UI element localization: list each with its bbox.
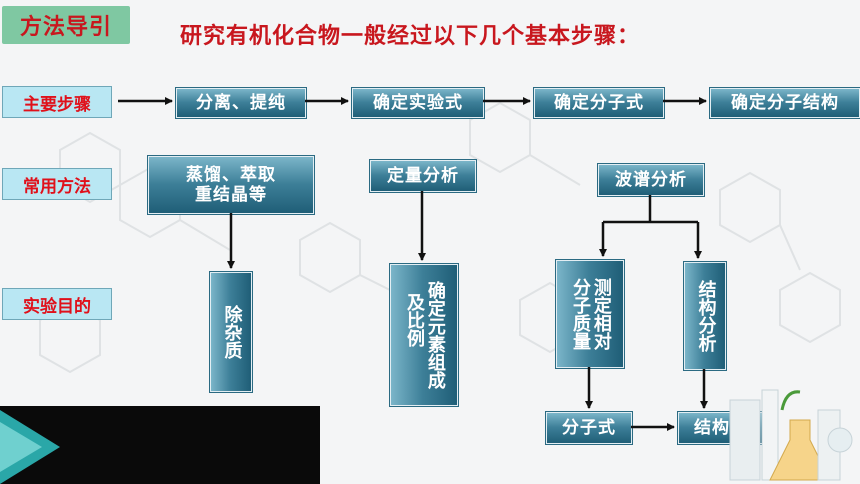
step-molecular-formula: 确定分子式 bbox=[534, 88, 664, 118]
purpose-relative-mass: 测定相对 分子质量 bbox=[556, 260, 624, 368]
purpose-element-composition-col1: 确定元素组成 bbox=[424, 281, 446, 389]
section-badge: 方法导引 bbox=[2, 6, 130, 44]
purpose-element-composition: 确定元素组成 及比例 bbox=[390, 264, 458, 406]
purpose-remove-impurities-text: 除杂质 bbox=[221, 305, 243, 359]
purpose-structure-analysis-text: 结构分析 bbox=[695, 280, 717, 352]
row-label-purpose: 实验目的 bbox=[2, 288, 112, 320]
purpose-structure-analysis: 结构分析 bbox=[684, 262, 726, 370]
result-molecular-formula: 分子式 bbox=[546, 412, 632, 444]
method-quantitative: 定量分析 bbox=[370, 160, 476, 192]
step-empirical-formula: 确定实验式 bbox=[352, 88, 484, 118]
method-distillation: 蒸馏、萃取 重结晶等 bbox=[148, 156, 314, 214]
purpose-relative-mass-col2: 分子质量 bbox=[570, 278, 591, 350]
method-distillation-line1: 蒸馏、萃取 bbox=[186, 164, 276, 185]
page-title: 研究有机化合物一般经过以下几个基本步骤： bbox=[180, 24, 641, 49]
method-spectroscopy: 波谱分析 bbox=[598, 164, 704, 196]
method-distillation-line2: 重结晶等 bbox=[195, 185, 267, 205]
row-label-methods: 常用方法 bbox=[2, 168, 112, 200]
step-molecular-structure: 确定分子结构 bbox=[710, 88, 860, 118]
lab-glassware-icon bbox=[729, 389, 853, 481]
decorative-teal-triangles bbox=[0, 410, 60, 484]
purpose-relative-mass-col1: 测定相对 bbox=[590, 278, 612, 350]
purpose-remove-impurities: 除杂质 bbox=[210, 272, 252, 392]
step-separation: 分离、提纯 bbox=[176, 88, 306, 118]
purpose-element-composition-col2: 及比例 bbox=[404, 293, 425, 347]
row-label-steps: 主要步骤 bbox=[2, 86, 112, 118]
